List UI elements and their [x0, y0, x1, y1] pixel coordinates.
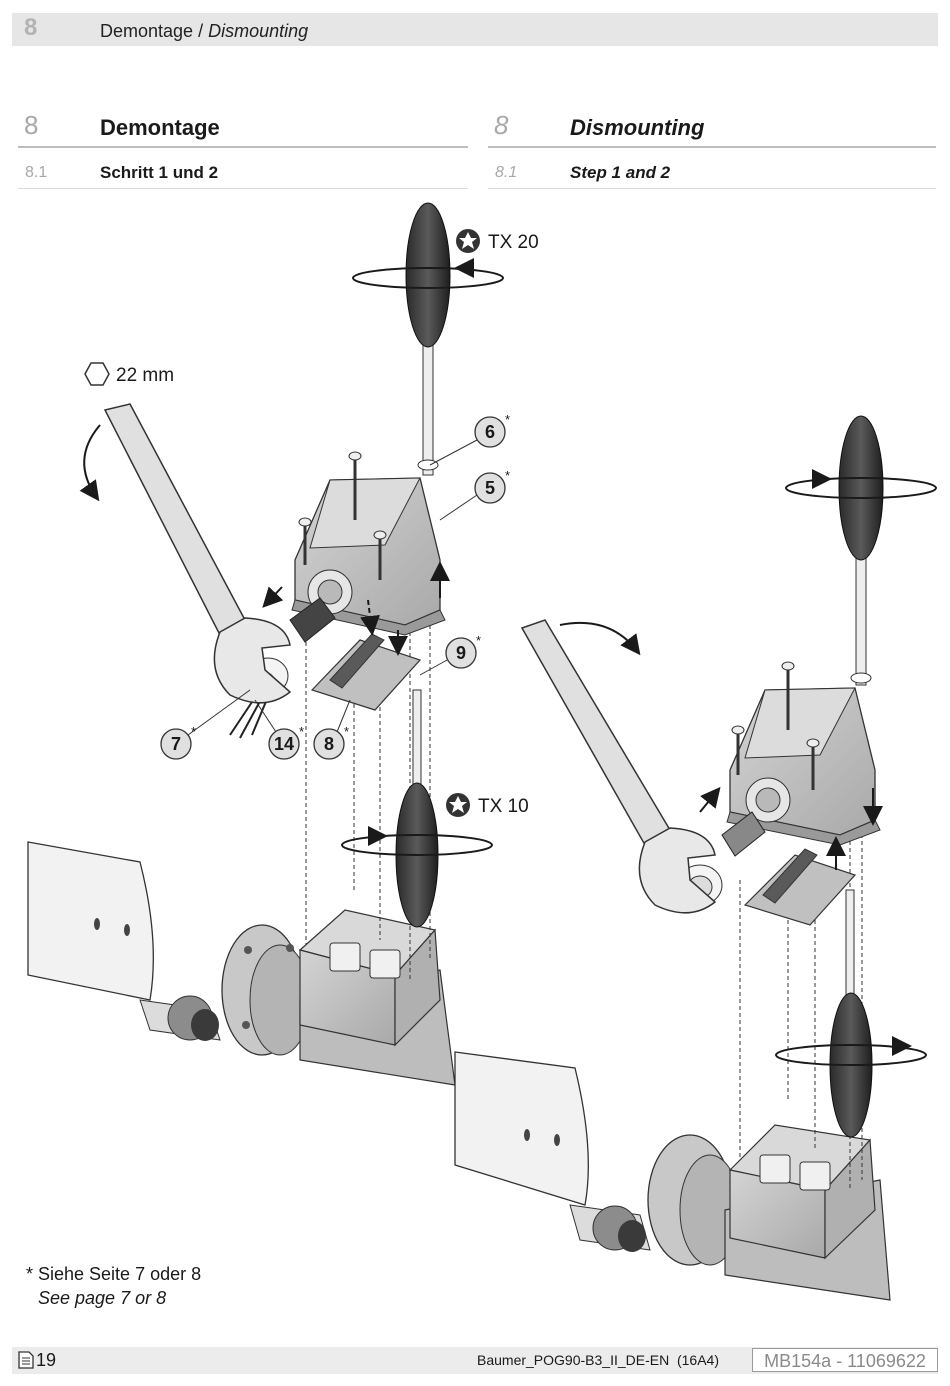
page-header-band: [12, 13, 938, 46]
terminal-base-left: [298, 909, 441, 1047]
callout-5: 5 *: [439, 468, 510, 521]
insert-arrow-gland: [699, 786, 721, 813]
screwdriver-tx20: [405, 202, 451, 476]
document-name: Baumer_POG90-B3_II_DE-EN (16A4): [477, 1352, 719, 1368]
screwdriver-tx10: [395, 689, 439, 928]
remove-arrow-gland: [262, 586, 284, 608]
terminal-board-right: [743, 848, 857, 926]
wrench-right: [520, 619, 717, 914]
svg-text:*: *: [344, 724, 349, 739]
tool-label-22mm: 22 mm: [116, 365, 174, 386]
rotate-arrow-tx20: [352, 267, 504, 289]
callout-8: 8 *: [313, 699, 351, 760]
svg-text:*: *: [191, 724, 196, 739]
hex-22mm-icon: [84, 362, 110, 386]
header-separator: /: [193, 21, 209, 41]
document-code-box: MB154a - 11069622: [752, 1348, 938, 1372]
terminal-board-left: [310, 633, 422, 711]
screwdriver-right-upper: [838, 415, 884, 686]
subsection-title-en: Step 1 and 2: [570, 163, 671, 182]
tool-label-tx10: TX 10: [478, 796, 529, 817]
section-number-en: 8: [494, 110, 509, 140]
svg-text:14: 14: [274, 734, 294, 754]
page-header-title: Demontage / Dismounting: [100, 21, 308, 42]
svg-text:7: 7: [171, 734, 181, 754]
document-revision: (16A4): [676, 1352, 720, 1368]
rotate-arrow-wrench: [79, 424, 101, 502]
svg-text:5: 5: [485, 478, 495, 498]
torx-tx10-icon: [446, 793, 470, 817]
svg-text:*: *: [299, 724, 304, 739]
svg-text:6: 6: [485, 422, 495, 442]
header-title-en: Dismounting: [208, 21, 309, 41]
footnote-en: See page 7 or 8: [38, 1288, 167, 1308]
subsection-title-de: Schritt 1 und 2: [100, 163, 219, 182]
section-title-de: Demontage: [100, 115, 220, 140]
svg-text:*: *: [505, 468, 510, 483]
screwdriver-right-lower: [829, 889, 873, 1138]
tool-label-tx20: TX 20: [488, 232, 539, 253]
encoder-housing-left: [291, 451, 446, 636]
terminal-base-right: [728, 1124, 876, 1260]
torx-tx20-icon: [456, 229, 480, 253]
subsection-rule-en: [488, 188, 936, 189]
section-rule-de: [18, 146, 468, 148]
svg-text:9: 9: [456, 643, 466, 663]
dashed-arrow-board: [360, 599, 380, 636]
rotate-arrow-wrench-right: [559, 621, 641, 656]
callout-14: 14 *: [254, 699, 304, 760]
wrench-22mm: [103, 403, 292, 704]
callout-6: 6 *: [429, 412, 510, 466]
svg-text:*: *: [505, 412, 510, 427]
encoder-housing-right: [726, 661, 881, 846]
section-rule-en: [488, 146, 936, 148]
svg-text:*: *: [476, 633, 481, 648]
subsection-number-de: 8.1: [25, 164, 48, 181]
header-title-de: Demontage: [100, 21, 194, 41]
dismounting-illustration: TX 20 22 mm TX 10 6 * 5 * 9 * 7 * 14 *: [27, 202, 937, 1301]
document-icon: [18, 1351, 34, 1369]
rotate-arrow-right-lower: [775, 1044, 927, 1066]
document-file-name: Baumer_POG90-B3_II_DE-EN: [477, 1352, 670, 1368]
section-number-de: 8: [24, 110, 39, 140]
rotate-arrow-right-upper: [785, 477, 937, 499]
subsection-number-en: 8.1: [495, 164, 518, 181]
svg-text:8: 8: [324, 734, 334, 754]
callout-9: 9 *: [419, 633, 481, 676]
motor-flange-left: [27, 841, 456, 1086]
chapter-number: 8: [24, 14, 38, 41]
rotate-arrow-tx10: [341, 834, 493, 856]
section-title-en: Dismounting: [570, 115, 705, 140]
footnote-de: * Siehe Seite 7 oder 8: [26, 1264, 202, 1284]
page-number: 19: [36, 1350, 57, 1370]
subsection-rule-de: [18, 188, 468, 189]
callout-7: 7 *: [160, 689, 251, 760]
